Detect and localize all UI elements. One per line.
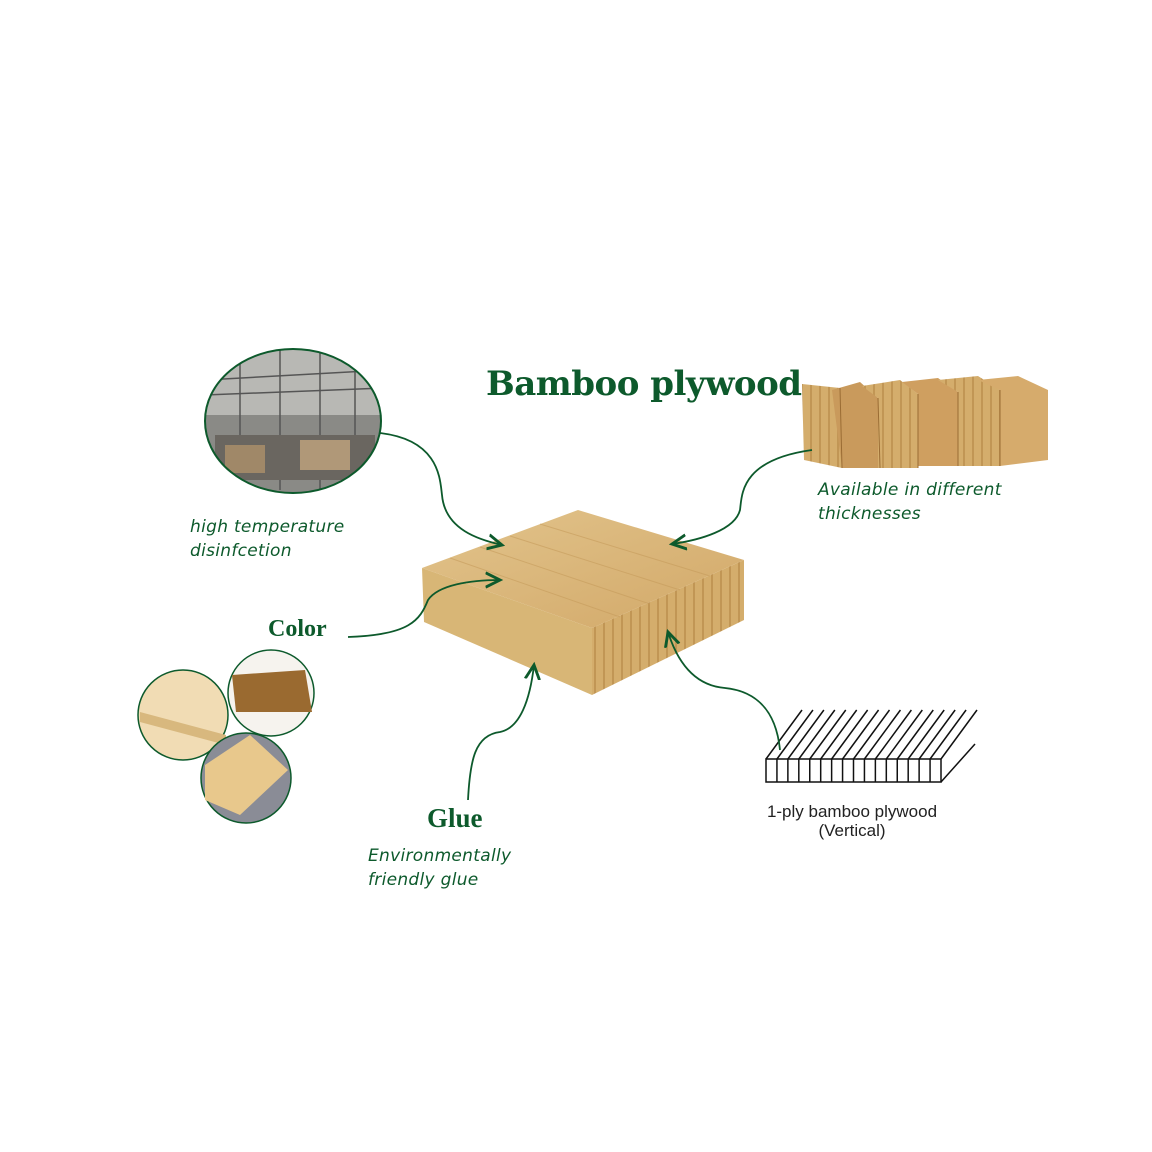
page-title: Bamboo plywood	[486, 364, 802, 404]
glue-description: Environmentally friendly glue	[368, 844, 511, 892]
bamboo-block-photo	[422, 510, 744, 695]
diagram-caption: 1-ply bamboo plywood (Vertical)	[752, 802, 952, 840]
color-sample-photos	[137, 649, 315, 824]
factory-photo	[204, 348, 382, 494]
thickness-label: Available in different thicknesses	[818, 478, 1002, 526]
strip-edge	[896, 709, 934, 760]
strip-edge	[831, 709, 869, 760]
strip-edge	[765, 709, 803, 760]
strip-edge	[874, 709, 912, 760]
strip-edge	[863, 709, 902, 760]
strip-edge	[820, 709, 858, 760]
strip-edge	[918, 709, 956, 760]
caption-line: (Vertical)	[818, 821, 886, 840]
strip-edge	[929, 709, 967, 760]
strip-edge	[940, 709, 978, 760]
strip-edge	[798, 709, 836, 760]
color-label: Color	[268, 616, 327, 642]
label-line: high temperature	[190, 517, 345, 537]
label-line: friendly glue	[368, 870, 479, 890]
disinfection-label: high temperature disinfcetion	[190, 515, 345, 563]
vertical-ply-diagram	[765, 709, 978, 783]
connector-arrows	[347, 432, 813, 801]
glue-label: Glue	[427, 803, 483, 833]
label-line: Environmentally	[368, 846, 512, 866]
thickness-boards-photo	[802, 376, 1048, 469]
strip-edge	[907, 709, 945, 760]
strip-edge	[885, 709, 923, 760]
strip-edge	[809, 709, 847, 760]
strip-edge	[852, 709, 891, 760]
caption-line: 1-ply bamboo plywood	[766, 802, 938, 821]
strip-edge	[787, 709, 825, 760]
label-line: disinfcetion	[190, 541, 292, 561]
strip-edge	[841, 709, 880, 760]
strip-edge	[776, 709, 814, 760]
label-line: Available in different	[818, 480, 1002, 500]
label-line: thicknesses	[818, 504, 921, 524]
